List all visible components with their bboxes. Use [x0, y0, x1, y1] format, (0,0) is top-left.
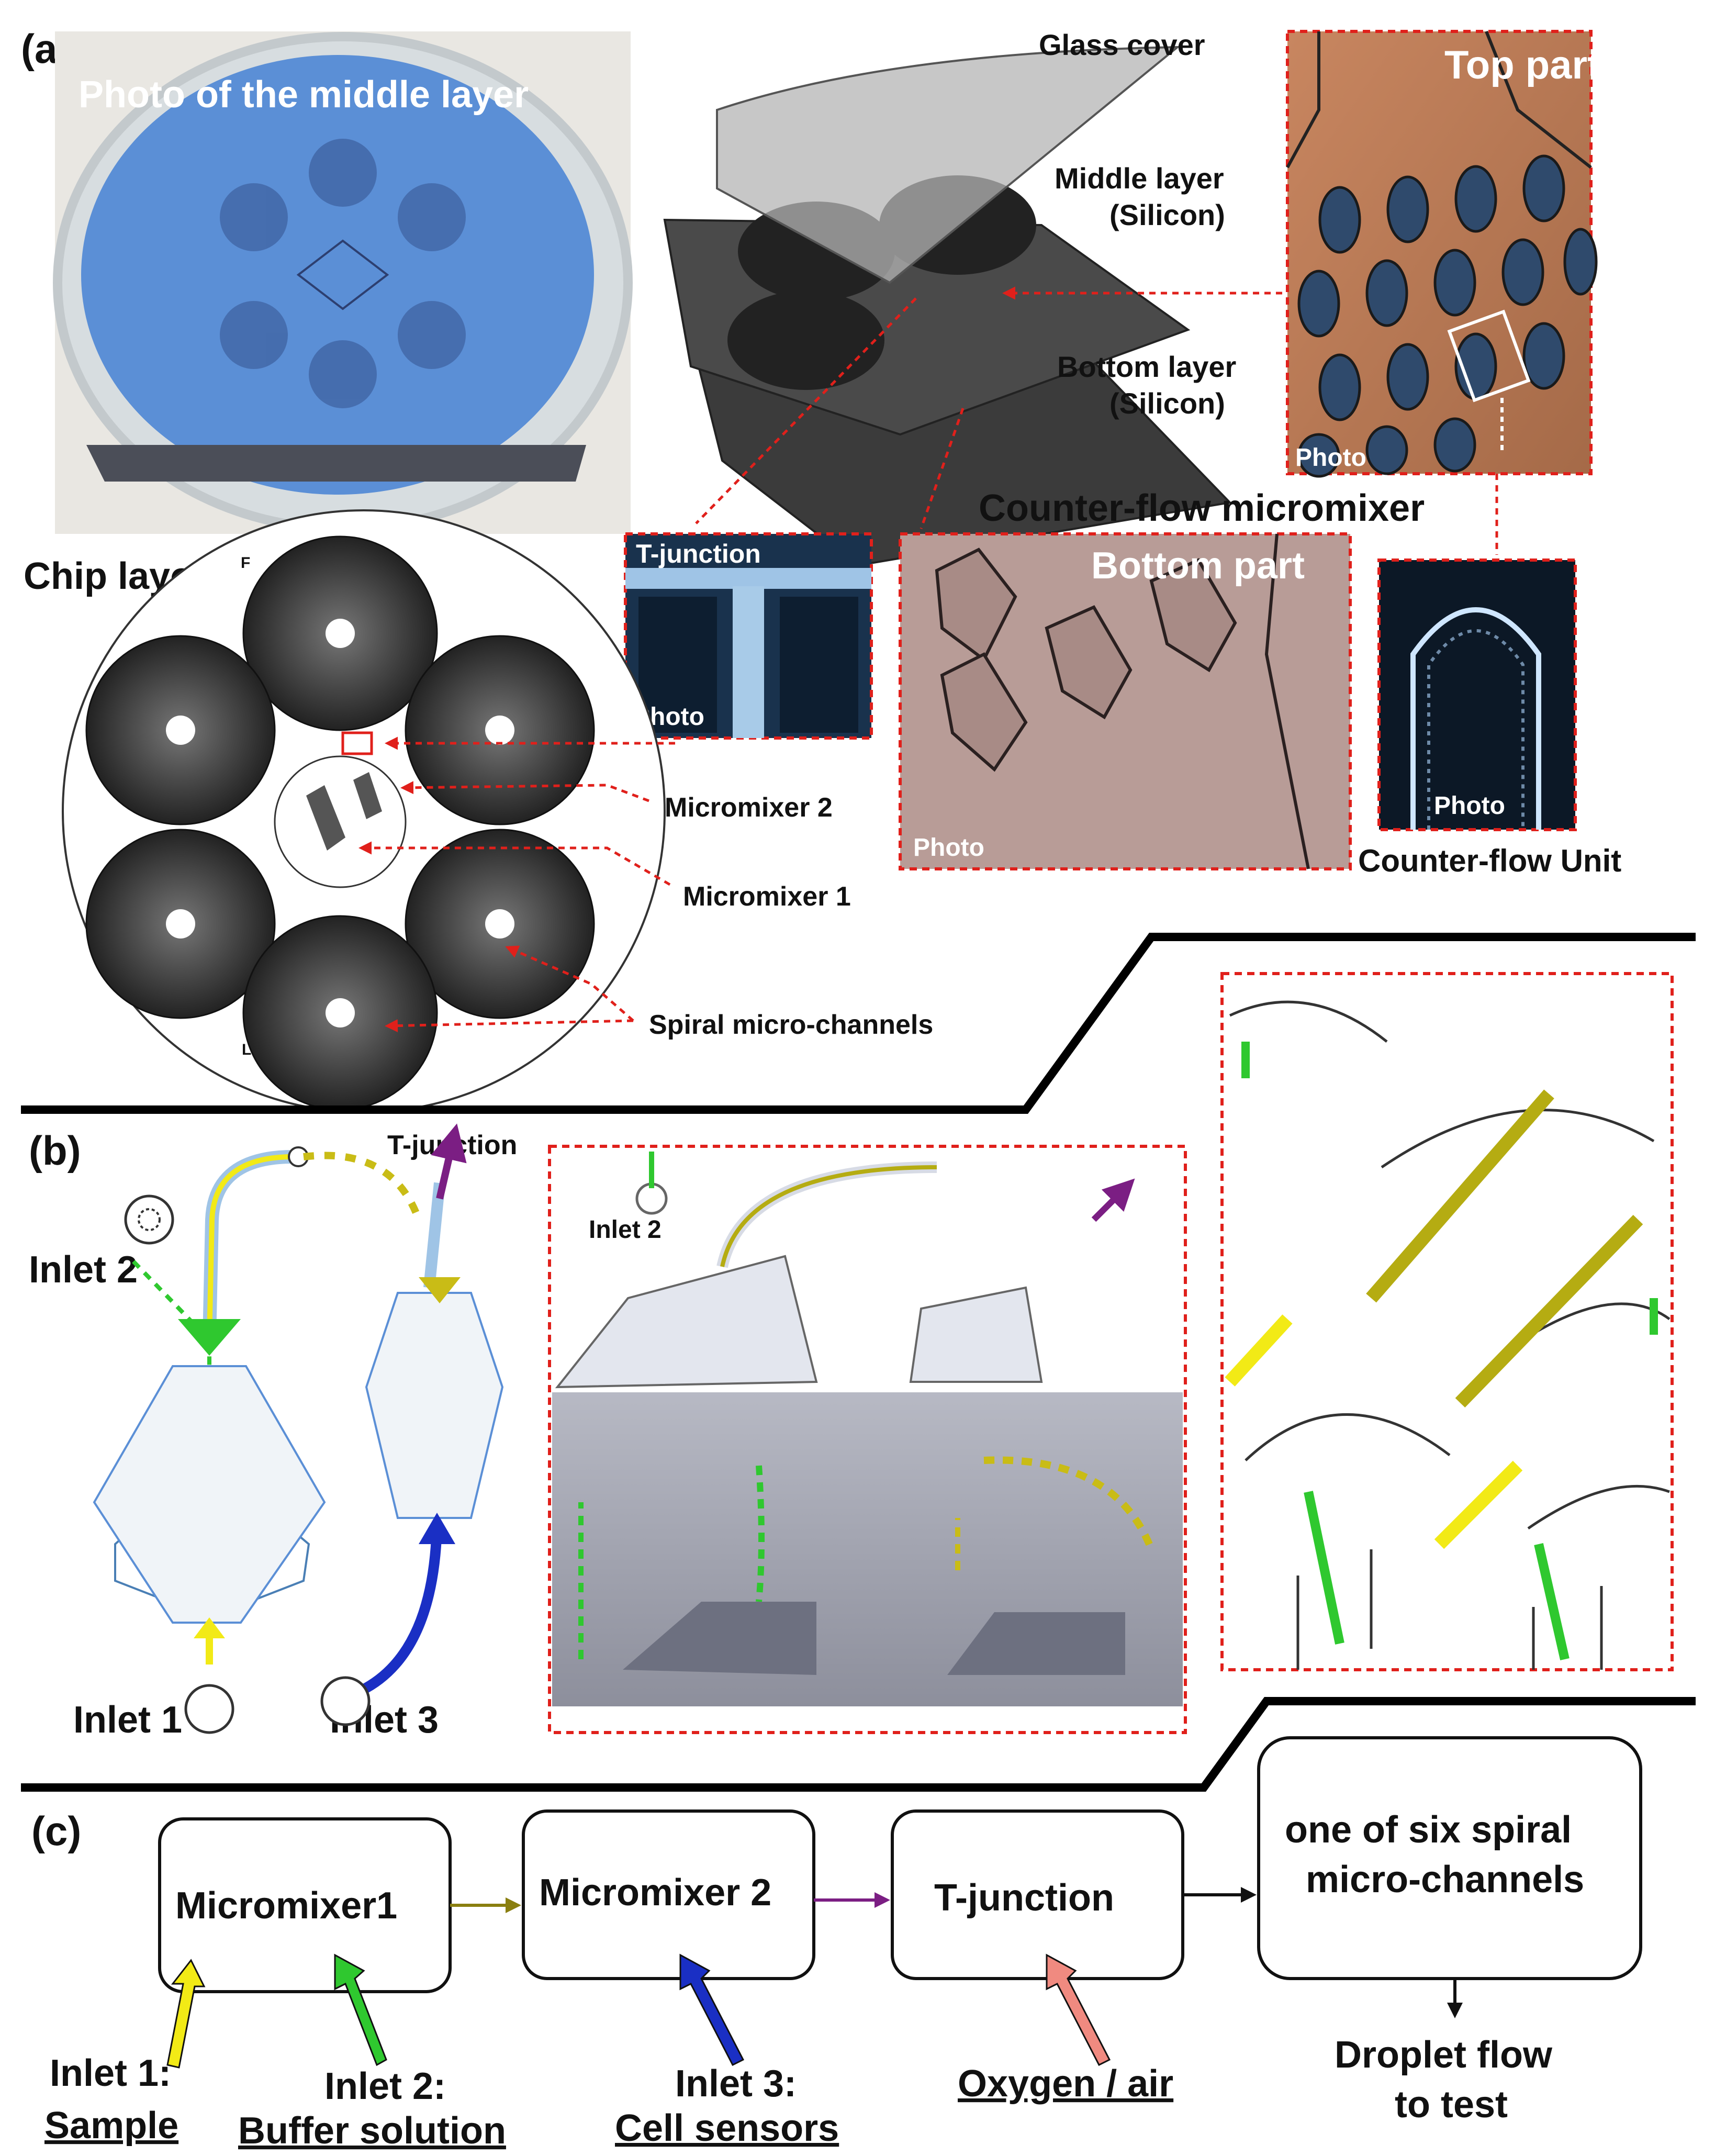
in1-label: Inlet 1: — [50, 2052, 171, 2094]
box-micromixer2 — [522, 1809, 815, 1980]
box-spiral — [1257, 1736, 1642, 1980]
separator-a-b — [21, 933, 1696, 1114]
flow-boxes — [158, 1736, 1642, 1993]
render-inlet2-label: Inlet 2 — [589, 1216, 662, 1244]
spiral-callout: Spiral micro-channels — [649, 1010, 933, 1040]
spiral-box-label-2: micro-channels — [1306, 1859, 1584, 1901]
counter-flow-drawing — [1220, 972, 1674, 1671]
bottom-part-label: Bottom part — [1091, 545, 1305, 587]
middle-layer-label: Middle layer — [1055, 162, 1224, 195]
in3-label: Inlet 3: — [675, 2063, 797, 2105]
tj-box-label: T-junction — [934, 1877, 1114, 1919]
layer-stack — [663, 46, 1232, 567]
middle-layer-material: (Silicon) — [1109, 198, 1225, 231]
oxygen-label: Oxygen / air — [958, 2063, 1173, 2105]
in2-desc: Buffer solution — [238, 2110, 506, 2152]
chip-mark-top: F — [241, 554, 250, 572]
counter-flow-micromixer-title: Counter-flow micromixer — [979, 487, 1425, 529]
bottom-layer-material: (Silicon) — [1109, 387, 1225, 420]
t-junction-photo-label: T-junction — [636, 539, 761, 568]
micromixer2-callout: Micromixer 2 — [665, 792, 833, 823]
in2-label: Inlet 2: — [324, 2065, 446, 2107]
counter-flow-unit-photo — [1377, 558, 1577, 831]
top-part-photo — [1286, 30, 1598, 478]
mm2-box-label: Micromixer 2 — [539, 1872, 771, 1914]
separator-b-c — [21, 1697, 1696, 1792]
bottom-part-photo-tag: Photo — [913, 834, 984, 862]
output-label-1: Droplet flow — [1335, 2034, 1553, 2076]
glass-cover-label: Glass cover — [1039, 28, 1205, 61]
in1-desc: Sample — [44, 2105, 178, 2147]
chip-mark-bottom: L — [242, 1041, 251, 1058]
counter-flow-unit-label: Counter-flow Unit — [1358, 843, 1621, 878]
panel-b-label: (b) — [29, 1127, 81, 1174]
micromixer1-callout: Micromixer 1 — [683, 881, 851, 912]
top-part-label: Top part — [1444, 43, 1600, 87]
wafer-photo — [53, 31, 633, 534]
output-label-2: to test — [1395, 2084, 1508, 2126]
input-arrows — [166, 1953, 1111, 2069]
mm1-box-label: Micromixer1 — [175, 1885, 397, 1927]
chip-layout-drawing — [62, 509, 666, 1113]
schematic-micromixers — [93, 1123, 504, 1734]
callout-arrows-top — [695, 286, 1498, 555]
t-junction-photo — [624, 532, 873, 740]
photo-middle-layer-title: Photo of the middle layer — [79, 74, 529, 116]
bottom-part-photo — [899, 532, 1352, 870]
bottom-layer-label: Bottom layer — [1057, 350, 1236, 383]
top-part-photo-tag: Photo — [1295, 444, 1366, 472]
chip-callout-lines — [358, 736, 675, 1033]
spiral-box-label-1: one of six spiral — [1285, 1809, 1572, 1851]
b-inlet1-label: Inlet 1 — [73, 1699, 182, 1741]
render-3d-micromixers — [548, 1145, 1187, 1734]
in3-desc: Cell sensors — [615, 2107, 839, 2149]
flow-connectors — [450, 1887, 1463, 2018]
counter-flow-unit-photo-tag: Photo — [1434, 792, 1505, 820]
b-inlet2-label: Inlet 2 — [29, 1249, 138, 1291]
panel-c-label: (c) — [31, 1808, 81, 1854]
